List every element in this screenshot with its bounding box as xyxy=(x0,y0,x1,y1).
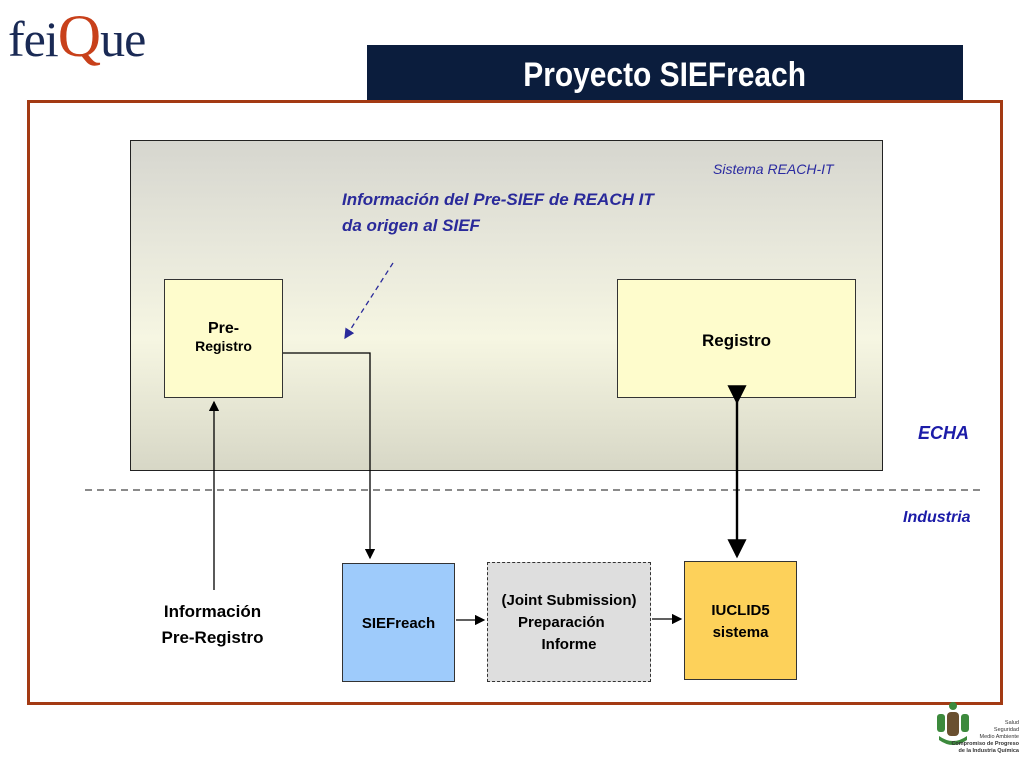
reach-it-label: Sistema REACH-IT xyxy=(713,161,834,177)
siefreach-box: SIEFreach xyxy=(342,563,455,682)
title-bar: Proyecto SIEFreach xyxy=(367,45,963,102)
footer-line-2: Seguridad xyxy=(993,727,1019,733)
responsible-care-logo: Salud Seguridad Medio Ambiente Compromis… xyxy=(933,700,1021,766)
page-title: Proyecto SIEFreach xyxy=(523,56,807,94)
info-pre-line-1: Información xyxy=(163,602,262,621)
logo-q: Q xyxy=(57,3,101,69)
pre-to-siefreach-arrow xyxy=(283,352,376,560)
joint-line-2: Preparación xyxy=(518,614,605,631)
joint-submission-box: (Joint Submission) Preparación Informe xyxy=(487,562,651,682)
industria-label: Industria xyxy=(903,509,971,526)
siefreach-label: SIEFreach xyxy=(361,615,436,632)
pre-registro-line-2: Registro xyxy=(195,338,252,354)
footer-line-5: de la Industria Química xyxy=(958,748,1019,754)
note-line-1: Información del Pre-SIEF de REACH IT xyxy=(342,190,654,209)
footer-line-4: Compromiso de Progreso xyxy=(951,741,1019,747)
footer-text: Salud Seguridad Medio Ambiente Compromis… xyxy=(935,720,1019,755)
echa-label: ECHA xyxy=(918,423,970,443)
note-line-2: da origen al SIEF xyxy=(342,216,480,235)
responsible-care-icon xyxy=(937,702,969,745)
pre-registro-line-1: Pre- xyxy=(207,320,240,337)
joint-line-1: (Joint Submission) xyxy=(501,592,637,609)
registro-box: Registro xyxy=(617,279,856,398)
pre-sief-note: Información del Pre-SIEF de REACH IT da … xyxy=(342,187,654,239)
feique-logo: feiQue xyxy=(8,4,173,68)
iuclid5-box: IUCLID5 sistema xyxy=(684,561,797,680)
info-pre-registro: Información Pre-Registro xyxy=(130,599,295,651)
registro-label: Registro xyxy=(702,331,771,350)
footer-line-3: Medio Ambiente xyxy=(979,734,1019,740)
logo-suffix: ue xyxy=(100,11,146,67)
iuclid-line-2: sistema xyxy=(712,624,769,641)
content-frame xyxy=(27,100,1003,705)
note-arrow xyxy=(344,262,394,340)
logo-prefix: fei xyxy=(8,11,59,67)
footer-line-1: Salud xyxy=(1004,720,1019,726)
info-pre-line-2: Pre-Registro xyxy=(161,628,264,647)
pre-registro-box: Pre- Registro xyxy=(164,279,283,398)
iuclid-line-1: IUCLID5 xyxy=(711,602,770,619)
joint-line-3: Informe xyxy=(541,636,597,653)
